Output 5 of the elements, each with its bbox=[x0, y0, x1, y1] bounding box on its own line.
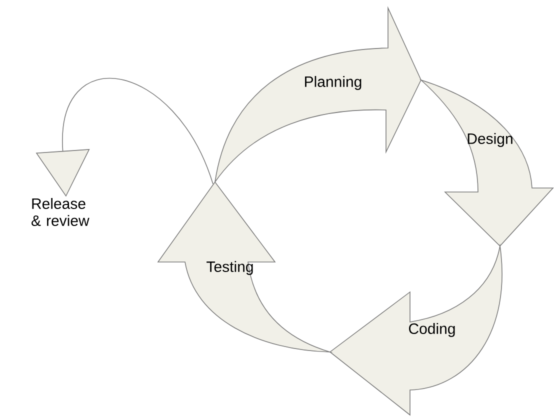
phase-block: Planning bbox=[214, 8, 422, 182]
label-text: Release & review bbox=[32, 198, 90, 226]
phase-block: Design bbox=[420, 80, 554, 246]
phase-block: Testing bbox=[158, 182, 330, 352]
phase-block: Coding bbox=[330, 246, 502, 416]
